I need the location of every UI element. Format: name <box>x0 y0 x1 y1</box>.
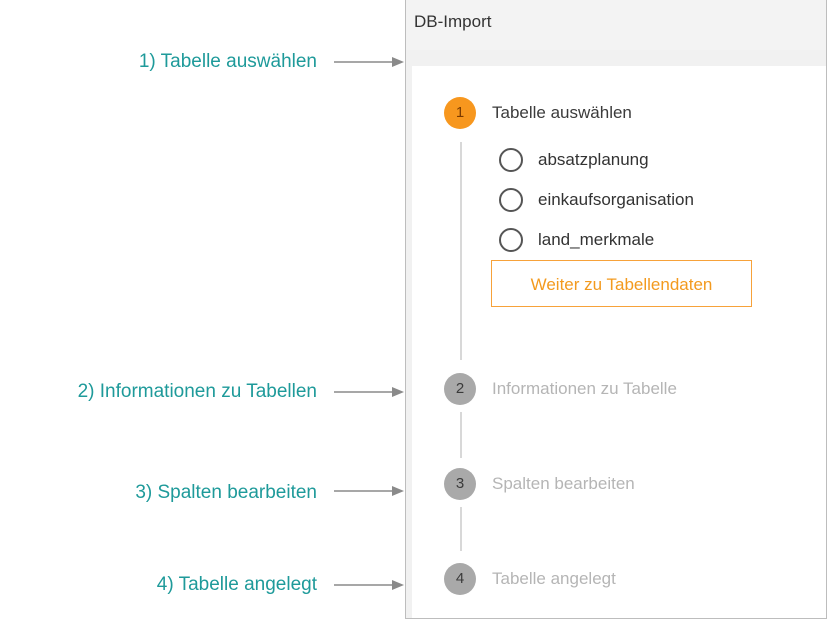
arrow-icon <box>334 580 404 590</box>
panel-body <box>412 66 826 618</box>
step-3-label: Spalten bearbeiten <box>492 474 635 493</box>
annotation-step-3: 3) Spalten bearbeiten <box>135 482 317 503</box>
option-label: absatzplanung <box>538 150 649 169</box>
step-4-label: Tabelle angelegt <box>492 569 616 588</box>
radio-icon[interactable] <box>499 228 523 252</box>
radio-icon[interactable] <box>499 188 523 212</box>
panel-title: DB-Import <box>414 12 492 31</box>
annotation-step-2: 2) Informationen zu Tabellen <box>77 381 317 402</box>
option-label: land_merkmale <box>538 230 655 249</box>
step-connector <box>460 507 462 551</box>
radio-icon[interactable] <box>499 148 523 172</box>
next-to-table-data-button[interactable]: Weiter zu Tabellendaten <box>491 260 752 307</box>
option-label: einkaufsorganisation <box>538 190 694 209</box>
panel-header: DB-Import <box>406 0 826 50</box>
db-import-panel: DB-Import <box>405 0 827 619</box>
step-connector <box>460 142 462 360</box>
step-3-number: 3 <box>444 468 476 500</box>
step-1-number: 1 <box>444 97 476 129</box>
arrow-icon <box>334 387 404 397</box>
annotation-step-1: 1) Tabelle auswählen <box>138 51 317 72</box>
arrow-icon <box>334 486 404 496</box>
annotation-step-4: 4) Tabelle angelegt <box>156 574 317 595</box>
step-2-label: Informationen zu Tabelle <box>492 379 677 398</box>
step-4-number: 4 <box>444 563 476 595</box>
step-2-number: 2 <box>444 373 476 405</box>
step-connector <box>460 412 462 458</box>
arrow-icon <box>334 57 404 67</box>
step-1-label: Tabelle auswählen <box>492 103 632 122</box>
